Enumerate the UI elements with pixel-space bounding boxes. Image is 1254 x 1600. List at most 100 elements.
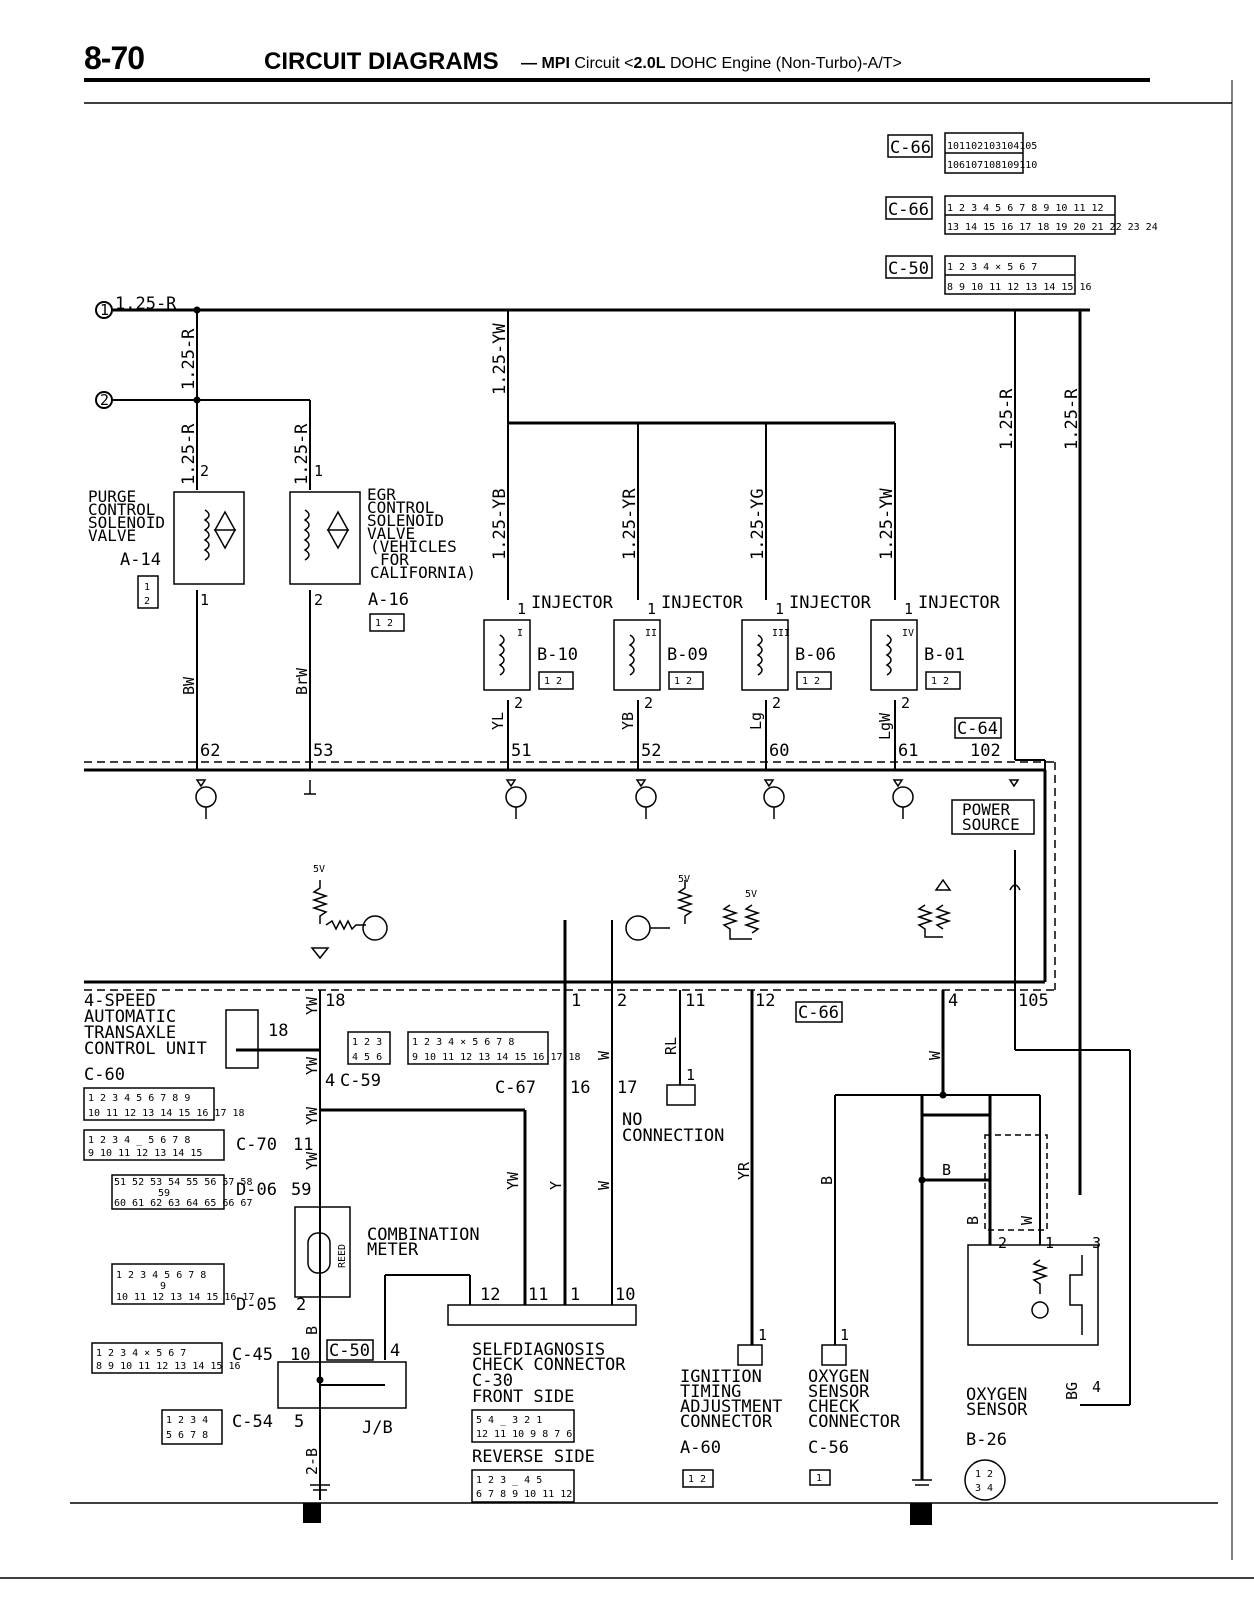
c59-pin: 4	[325, 1071, 335, 1091]
ignition-pin: 1	[758, 1326, 767, 1344]
egr-label-3: SOLENOID	[367, 511, 444, 530]
oxy-pin-2: 2	[998, 1234, 1007, 1252]
wire-brw: BrW	[293, 667, 311, 695]
diag-pin-11: 11	[528, 1285, 548, 1305]
injector-4-id: B-01	[924, 645, 965, 665]
egr-valve-symbol	[289, 491, 361, 585]
nodes	[95, 301, 947, 1384]
wire-125r-v1: 1.25-R	[179, 328, 199, 390]
oxy-check-conn	[809, 1469, 831, 1486]
ground-7-label: 7	[915, 1505, 925, 1524]
injector-2-pin-top: 1	[647, 600, 656, 618]
injector-4-pin-bot: 2	[901, 694, 910, 712]
tcu-label-4: CONTROL UNIT	[84, 1039, 207, 1059]
injector-1-label: INJECTOR	[531, 593, 614, 613]
injector-4-label: INJECTOR	[918, 593, 1001, 613]
egr-connector	[369, 613, 405, 632]
purge-conn-2: 2	[144, 596, 150, 607]
ignition-id: A-60	[680, 1438, 721, 1458]
egr-pin-bot: 2	[314, 591, 323, 609]
wire-yb: YB	[619, 712, 637, 730]
c64-label: C-64	[957, 719, 998, 739]
power-source-1: POWER	[962, 800, 1011, 819]
injector-1-id: B-10	[537, 645, 578, 665]
c67-connector	[407, 1031, 549, 1065]
ground-7-badge	[910, 1503, 932, 1525]
injector-4-roman: IV	[902, 628, 914, 639]
jb-label: J/B	[362, 1418, 393, 1438]
injector-1-pin-top: 1	[517, 600, 526, 618]
egr-conn: 1 2	[375, 618, 393, 629]
purge-label-2: CONTROL	[88, 500, 155, 519]
c54-pin: 5	[294, 1412, 304, 1432]
combination-meter-box	[294, 1206, 351, 1298]
ecu-pin-11: 11	[685, 991, 705, 1011]
egr-pin-top: 1	[314, 462, 323, 480]
node-2-label: 2	[100, 391, 109, 409]
tcu-pin: 18	[268, 1021, 288, 1041]
diag-id: C-30	[472, 1371, 513, 1391]
ignition-label-1: IGNITION	[680, 1367, 762, 1387]
injector-2-roman: II	[645, 628, 657, 639]
ecu-pin-61: 61	[898, 741, 918, 761]
purge-valve-symbol	[173, 491, 245, 585]
wire-y: Y	[547, 1181, 565, 1190]
wire-125yw: 1.25-YW	[877, 488, 897, 560]
power-source-2: SOURCE	[962, 815, 1020, 834]
c50-top-label: C-50	[888, 259, 929, 279]
oxy-pin-1: 1	[1045, 1234, 1054, 1252]
oxy-sensor-connector	[964, 1459, 1006, 1501]
page-number: 8-70	[84, 40, 145, 76]
c60-connector	[83, 1087, 215, 1121]
wire-yw-1: YW	[303, 996, 321, 1015]
diag-label-1: SELFDIAGNOSIS	[472, 1340, 605, 1360]
c70-pins-2: 9 10 11 12 13 14 15	[88, 1148, 202, 1159]
rl-connector	[666, 1084, 696, 1106]
wire-125r-right1: 1.25-R	[997, 388, 1017, 450]
subtitle-dash: —	[521, 55, 537, 72]
c50-top-pins-1: 1 2 3 4 ⨯ 5 6 7	[947, 262, 1037, 273]
c66-mid-label: C-66	[888, 200, 929, 220]
ignition-label-2: TIMING	[680, 1382, 741, 1402]
wire-125r-v2: 1.25-R	[179, 423, 199, 485]
d05-pins-2: 9	[160, 1281, 166, 1292]
purge-pin-bot: 1	[200, 591, 209, 609]
no-connection-1: NO	[622, 1110, 642, 1130]
c67-pin-17: 17	[617, 1078, 637, 1098]
tcu-box	[225, 1009, 259, 1069]
d06-pin: 59	[291, 1180, 311, 1200]
injector-1-roman: I	[517, 628, 523, 639]
egr-label-1: EGR	[367, 485, 396, 504]
ecu-pin-18: 18	[325, 991, 345, 1011]
5v-label-3: 5V	[745, 889, 757, 900]
ecu-pin-1: 1	[571, 991, 581, 1011]
ecu-pin-60: 60	[769, 741, 789, 761]
ecu-pin-105: 105	[1018, 991, 1049, 1011]
inj-conn-3: 1 2	[802, 676, 820, 687]
oxy-sensor-conn-2: 3 4	[975, 1483, 993, 1494]
wire-lgw: LgW	[876, 712, 894, 740]
d06-pins-2: 59	[158, 1188, 170, 1199]
diag-reverse-side: REVERSE SIDE	[472, 1447, 595, 1467]
injector-3-id: B-06	[795, 645, 836, 665]
injector-3-pin-top: 1	[775, 600, 784, 618]
wire-125yr: 1.25-YR	[620, 488, 640, 560]
diag-reverse-pins-2: 6 7 8 9 10 11 12	[476, 1489, 572, 1500]
c59-id: C-59	[340, 1071, 381, 1091]
subtitle-circuit: Circuit <	[574, 55, 634, 72]
wire-yw-2: YW	[303, 1056, 321, 1075]
combination-meter-1: COMBINATION	[367, 1225, 480, 1245]
ecu-pin-2: 2	[617, 991, 627, 1011]
c54-connector	[161, 1409, 223, 1445]
injector-4-pin-top: 1	[904, 600, 913, 618]
c50-top-pins-2: 8 9 10 11 12 13 14 15 16	[947, 282, 1092, 293]
c45-connector	[91, 1342, 223, 1374]
oxy-sensor-conn-1: 1 2	[975, 1469, 993, 1480]
c59-pins-1: 1 2 3	[352, 1037, 382, 1048]
purge-label-3: SOLENOID	[88, 513, 165, 532]
c70-connector	[83, 1129, 225, 1161]
oxy-check-label-1: OXYGEN	[808, 1367, 869, 1387]
wire-bg: BG	[1063, 1382, 1081, 1400]
ignition-label-3: ADJUSTMENT	[680, 1397, 782, 1417]
header-rules	[0, 78, 1254, 1579]
